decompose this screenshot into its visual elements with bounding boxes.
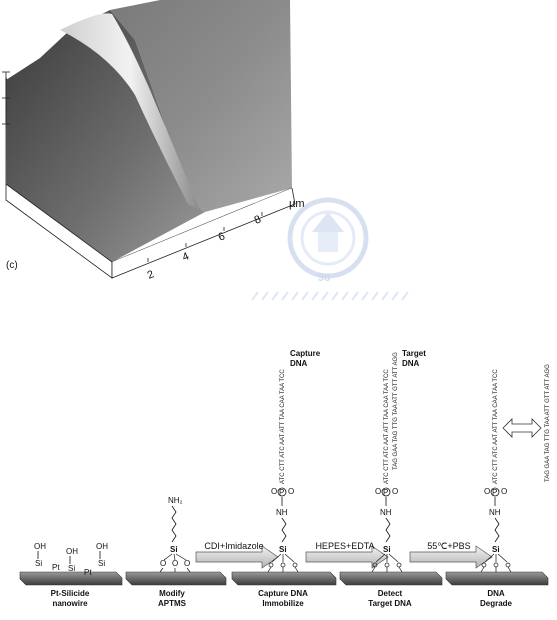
- step-5-label-line2: Degrade: [480, 599, 513, 608]
- step-4-label-line2: Target DNA: [368, 599, 412, 608]
- chem-p-4: P: [383, 488, 388, 497]
- linker-chain-4: [386, 518, 390, 542]
- chem-si-2: Si: [68, 564, 75, 573]
- afm-tick-4: 4: [181, 250, 191, 263]
- chem-o-5a: O: [484, 487, 490, 496]
- step-3-label-line1: Capture DNA: [258, 589, 308, 598]
- chem-o-3a: O: [271, 487, 277, 496]
- arrow-cdi-imidazole: CDI+Imidazole: [196, 541, 278, 568]
- target-dna-label-line1: Target: [402, 349, 426, 358]
- step-1-label-line1: Pt-Silicide: [51, 589, 90, 598]
- step-4-detect-target: ATC CTT ATC AAT ATT TAA CAA TAA TCC TAG …: [340, 349, 442, 608]
- chem-o-5b: O: [501, 487, 507, 496]
- target-dna-sequence-4: TAG GAA TAG TTG TAA ATT GTT ATT AGG: [393, 352, 399, 470]
- arrow-hepes-edta: HEPES+EDTA: [306, 541, 388, 568]
- chem-pt-2: Pt: [84, 568, 92, 577]
- chem-nh-5: NH: [489, 508, 501, 517]
- nanowire-bar-1: [20, 572, 122, 585]
- capture-dna-sequence-4: ATC CTT ATC AAT ATT TAA CAA TAA TCC: [384, 369, 390, 484]
- chem-o-3b: O: [288, 487, 294, 496]
- chem-o-a2: O: [172, 559, 178, 568]
- chem-o-a1: O: [160, 559, 166, 568]
- chem-o-4b: O: [392, 487, 398, 496]
- chem-nh2: NH₂: [168, 496, 183, 505]
- chem-p-3: P: [279, 488, 284, 497]
- capture-dna-label-line1: Capture: [290, 349, 321, 358]
- afm-tick-2: 2: [146, 268, 156, 281]
- chem-pt-1: Pt: [52, 563, 60, 572]
- released-target-sequence: TAG GAA TAG TTG TAA ATT GTT ATT AGG: [545, 364, 551, 482]
- chem-si-3c: Si: [279, 545, 287, 554]
- arrow-1-label: CDI+Imidazole: [204, 541, 263, 551]
- step-3-capture-dna: ATC CTT ATC AAT ATT TAA CAA TAA TCC P O …: [232, 349, 336, 608]
- step-1-pt-silicide: OH Si OH Si Pt OH Si Pt Pt-Silicide nano…: [20, 542, 122, 608]
- linker-chain-5: [495, 518, 499, 542]
- chem-oh-2: OH: [66, 547, 78, 556]
- step-5-dna-degrade: ATC CTT ATC AAT ATT TAA CAA TAA TCC TAG …: [446, 364, 551, 608]
- step-5-label-line1: DNA: [487, 589, 505, 598]
- release-double-arrow: [503, 419, 541, 437]
- chem-si-aptms: Si: [170, 545, 178, 554]
- chem-oh-1: OH: [34, 542, 46, 551]
- afm-surface-panel: 2 4 6 8 µm (c): [2, 0, 305, 282]
- chem-nh-3: NH: [276, 508, 288, 517]
- capture-dna-label-line2: DNA: [290, 359, 308, 368]
- chem-nh-4: NH: [380, 508, 392, 517]
- linker-chain-2: [172, 506, 176, 542]
- capture-dna-sequence: ATC CTT ATC AAT ATT TAA CAA TAA TCC: [280, 369, 286, 484]
- nanowire-bar-3: [232, 572, 336, 585]
- chem-o-a3: O: [184, 559, 190, 568]
- step-2-label-line1: Modify: [159, 589, 185, 598]
- panel-label-c: (c): [6, 260, 18, 271]
- chem-si-1: Si: [35, 559, 42, 568]
- university-seal-watermark: 96: [252, 200, 408, 300]
- arrow-55c-pbs: 55℃+PBS: [410, 541, 492, 568]
- chem-oh-3: OH: [96, 542, 108, 551]
- chem-o-4a: O: [375, 487, 381, 496]
- target-dna-label-line2: DNA: [402, 359, 420, 368]
- step-2-label-line2: APTMS: [158, 599, 187, 608]
- nanowire-bar-5: [446, 572, 548, 585]
- chem-si-5: Si: [492, 545, 500, 554]
- arrow-3-label: 55℃+PBS: [427, 541, 470, 551]
- linker-chain-3: [282, 518, 286, 542]
- chem-p-5: P: [492, 488, 497, 497]
- arrow-2-label: HEPES+EDTA: [315, 541, 374, 551]
- step-4-label-line1: Detect: [378, 589, 403, 598]
- capture-dna-sequence-5: ATC CTT ATC AAT ATT TAA CAA TAA TCC: [493, 369, 499, 484]
- nanowire-bar-2: [126, 572, 226, 585]
- chem-si-4: Si: [383, 545, 391, 554]
- watermark-number: 96: [318, 272, 330, 284]
- chem-si-3: Si: [98, 559, 105, 568]
- step-3-label-line2: Immobilize: [262, 599, 304, 608]
- nanowire-bar-4: [340, 572, 442, 585]
- step-1-label-line2: nanowire: [52, 599, 88, 608]
